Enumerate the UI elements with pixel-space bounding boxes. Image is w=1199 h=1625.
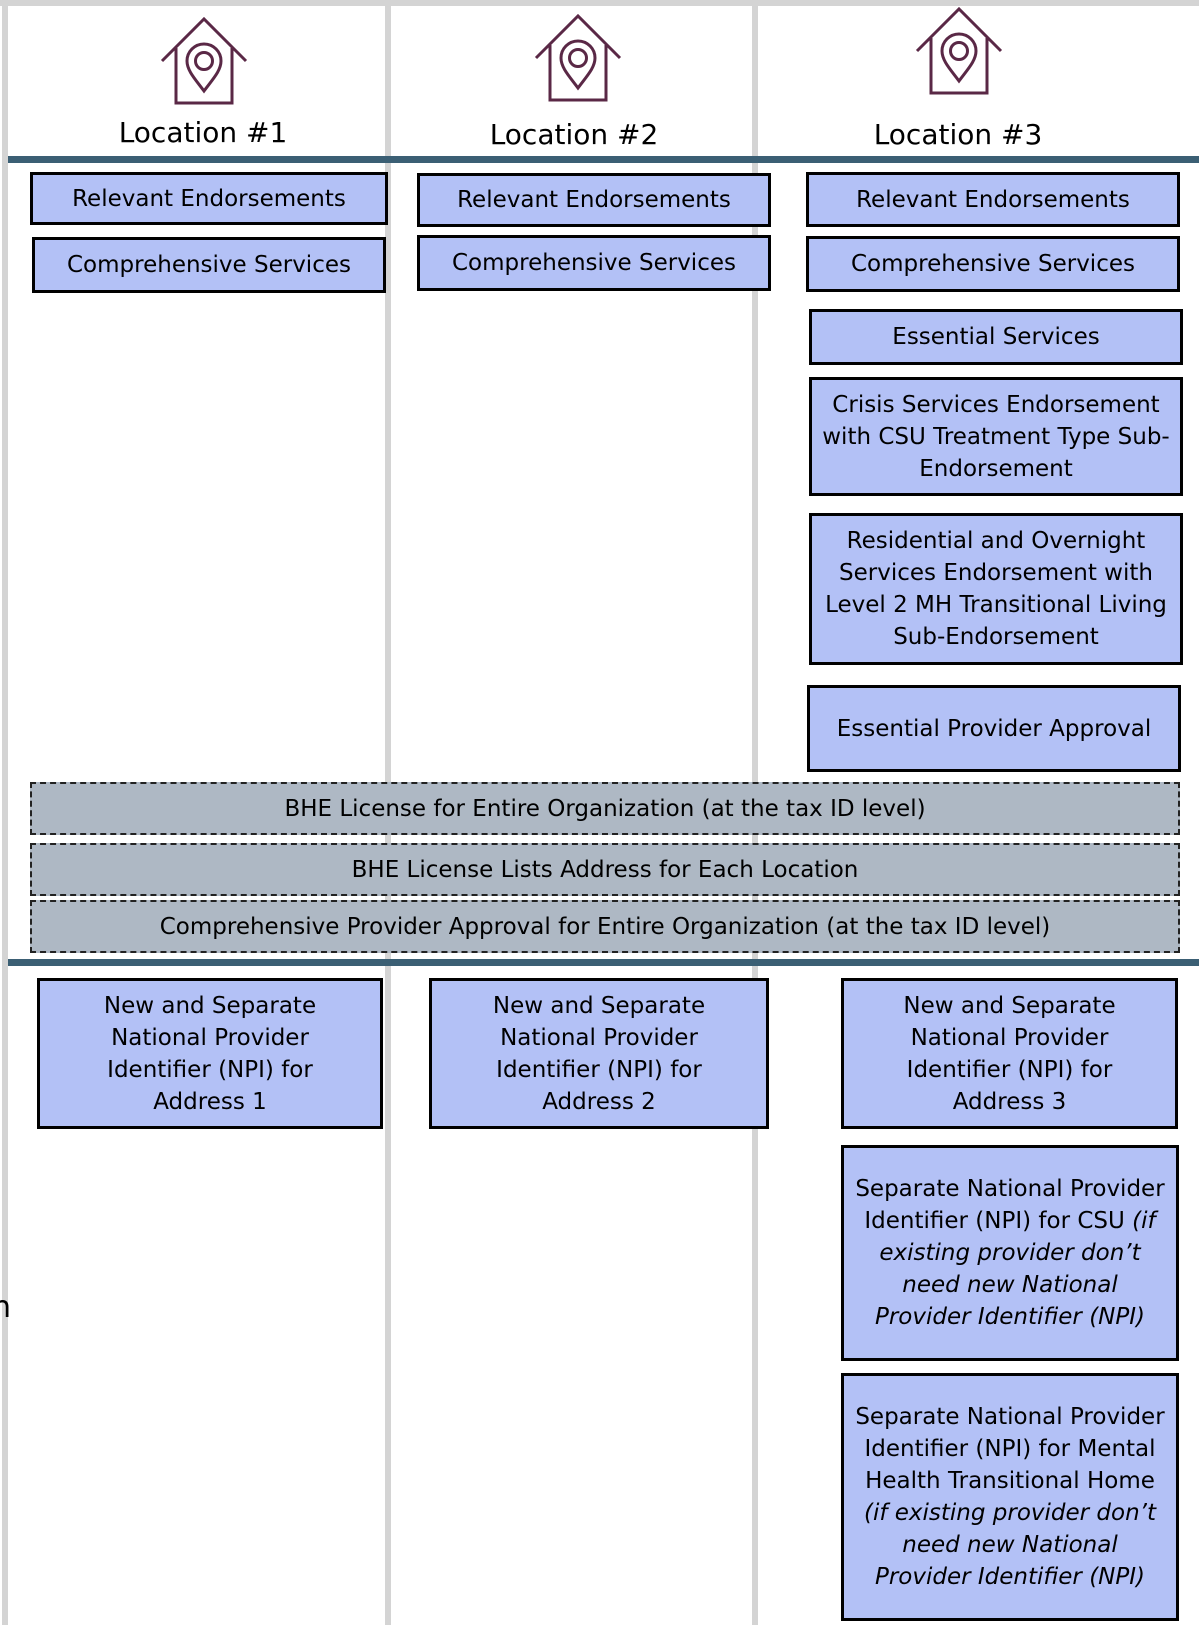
npi-divider	[8, 959, 1199, 966]
box-label: Residential and Overnight Services Endor…	[825, 528, 1167, 650]
house-location-pin-icon	[534, 13, 622, 102]
loc3-residential-overnight-endorsement: Residential and Overnight Services Endor…	[809, 513, 1183, 665]
box-label: BHE License for Entire Organization (at …	[284, 795, 926, 822]
box-label: Relevant Endorsements	[72, 185, 346, 212]
loc2-npi-box: New and Separate National Provider Ident…	[429, 978, 769, 1129]
loc1-comprehensive-services: Comprehensive Services	[32, 237, 386, 293]
org-bhe-license: BHE License for Entire Organization (at …	[30, 782, 1180, 835]
box-label: Separate National Provider Identifier (N…	[854, 1401, 1166, 1593]
box-label: Essential Services	[892, 324, 1100, 350]
loc3-csu-npi-box: Separate National Provider Identifier (N…	[841, 1145, 1179, 1361]
loc1-npi-box: New and Separate National Provider Ident…	[37, 978, 383, 1129]
location-3-title: Location #3	[873, 118, 1043, 151]
mh-npi-text: Separate National Provider Identifier (N…	[855, 1404, 1165, 1494]
loc3-crisis-services-endorsement: Crisis Services Endorsement with CSU Tre…	[809, 377, 1183, 496]
box-label: Relevant Endorsements	[856, 186, 1130, 213]
box-label: Comprehensive Provider Approval for Enti…	[159, 913, 1051, 940]
loc3-essential-services: Essential Services	[809, 309, 1183, 365]
org-comprehensive-provider-approval: Comprehensive Provider Approval for Enti…	[30, 900, 1180, 953]
location-2-title: Location #2	[489, 118, 659, 151]
box-label: Comprehensive Services	[452, 250, 736, 276]
box-label: Separate National Provider Identifier (N…	[854, 1173, 1166, 1333]
box-label: Comprehensive Services	[67, 252, 351, 278]
box-label: Comprehensive Services	[851, 251, 1135, 277]
csu-npi-note: (if existing provider don’t need new Nat…	[874, 1208, 1156, 1330]
house-location-pin-icon	[160, 16, 248, 105]
header-divider	[8, 156, 1199, 163]
loc3-essential-provider-approval: Essential Provider Approval	[807, 685, 1181, 772]
box-label: New and Separate National Provider Ident…	[492, 992, 706, 1115]
org-license-addresses: BHE License Lists Address for Each Locat…	[30, 843, 1180, 896]
box-label: BHE License Lists Address for Each Locat…	[351, 856, 859, 883]
loc3-npi-box: New and Separate National Provider Ident…	[841, 978, 1178, 1129]
box-label: Relevant Endorsements	[457, 187, 731, 213]
box-label: Crisis Services Endorsement with CSU Tre…	[822, 391, 1170, 482]
house-location-pin-icon	[915, 6, 1003, 95]
mh-npi-note: (if existing provider don’t need new Nat…	[863, 1500, 1157, 1590]
loc2-comprehensive-services: Comprehensive Services	[417, 235, 771, 291]
csu-npi-text: Separate National Provider Identifier (N…	[855, 1176, 1165, 1234]
box-label: New and Separate National Provider Ident…	[903, 992, 1116, 1115]
loc3-mh-transitional-npi-box: Separate National Provider Identifier (N…	[841, 1373, 1179, 1621]
location-1-title: Location #1	[118, 116, 288, 149]
box-label: New and Separate National Provider Ident…	[103, 992, 317, 1115]
box-label: Essential Provider Approval	[836, 715, 1152, 742]
loc3-comprehensive-services: Comprehensive Services	[806, 236, 1180, 292]
top-border	[0, 0, 1199, 6]
column-line-left	[2, 0, 8, 1625]
loc3-relevant-endorsements: Relevant Endorsements	[806, 172, 1180, 227]
loc2-relevant-endorsements: Relevant Endorsements	[417, 173, 771, 227]
loc1-relevant-endorsements: Relevant Endorsements	[30, 172, 388, 225]
edge-text: n	[0, 1290, 12, 1325]
